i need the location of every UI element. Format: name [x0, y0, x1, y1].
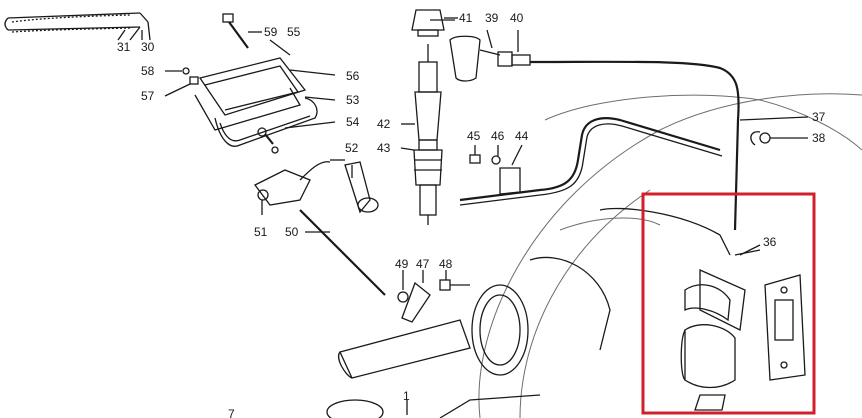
label-39: 39: [485, 11, 499, 25]
contact-breaker-51: [254, 161, 331, 215]
label-56: 56: [346, 69, 360, 83]
label-7: 7: [228, 407, 235, 418]
label-57: 57: [141, 89, 155, 103]
label-41: 41: [459, 11, 473, 25]
label-55: 55: [287, 25, 301, 39]
screw-59: [222, 13, 262, 49]
label-43: 43: [377, 141, 391, 155]
label-59: 59: [264, 25, 278, 39]
label-53: 53: [346, 93, 360, 107]
label-45: 45: [467, 129, 481, 143]
label-30: 30: [141, 40, 155, 54]
spark-plug-assembly: [400, 9, 458, 225]
label-31: 31: [117, 40, 131, 54]
label-42: 42: [377, 117, 391, 131]
label-44: 44: [515, 129, 529, 143]
label-38: 38: [812, 131, 826, 145]
pipe-44: [459, 117, 723, 206]
label-1: 1: [403, 389, 410, 403]
screw-58-57: [164, 67, 199, 97]
ht-lead: [449, 29, 809, 231]
contact-cover-assembly: [194, 39, 336, 154]
label-52: 52: [345, 141, 359, 155]
label-47: 47: [416, 257, 430, 271]
label-51: 51: [254, 225, 268, 239]
rod-50: [299, 209, 386, 296]
crankshaft: [326, 256, 611, 418]
label-40: 40: [510, 11, 524, 25]
label-37: 37: [812, 110, 826, 124]
clip-38: [750, 131, 808, 146]
label-49: 49: [395, 257, 409, 271]
ignition-coil-36: [599, 207, 806, 411]
screws-45-46: [469, 144, 523, 166]
engine-casing-outline: [478, 93, 862, 418]
label-46: 46: [491, 129, 505, 143]
label-54: 54: [346, 115, 360, 129]
parts-49-47-48: [397, 270, 470, 323]
label-36: 36: [763, 235, 777, 249]
spring-pair: [4, 12, 151, 41]
label-48: 48: [439, 257, 453, 271]
condenser-52: [330, 159, 379, 214]
leader-lines: [117, 19, 761, 256]
part-labels: 31 30 59 55 58 57 56 53 54 41 39 40 42 4…: [117, 11, 826, 418]
highlight-box: [641, 192, 816, 415]
label-58: 58: [141, 64, 155, 78]
label-50: 50: [285, 225, 299, 239]
